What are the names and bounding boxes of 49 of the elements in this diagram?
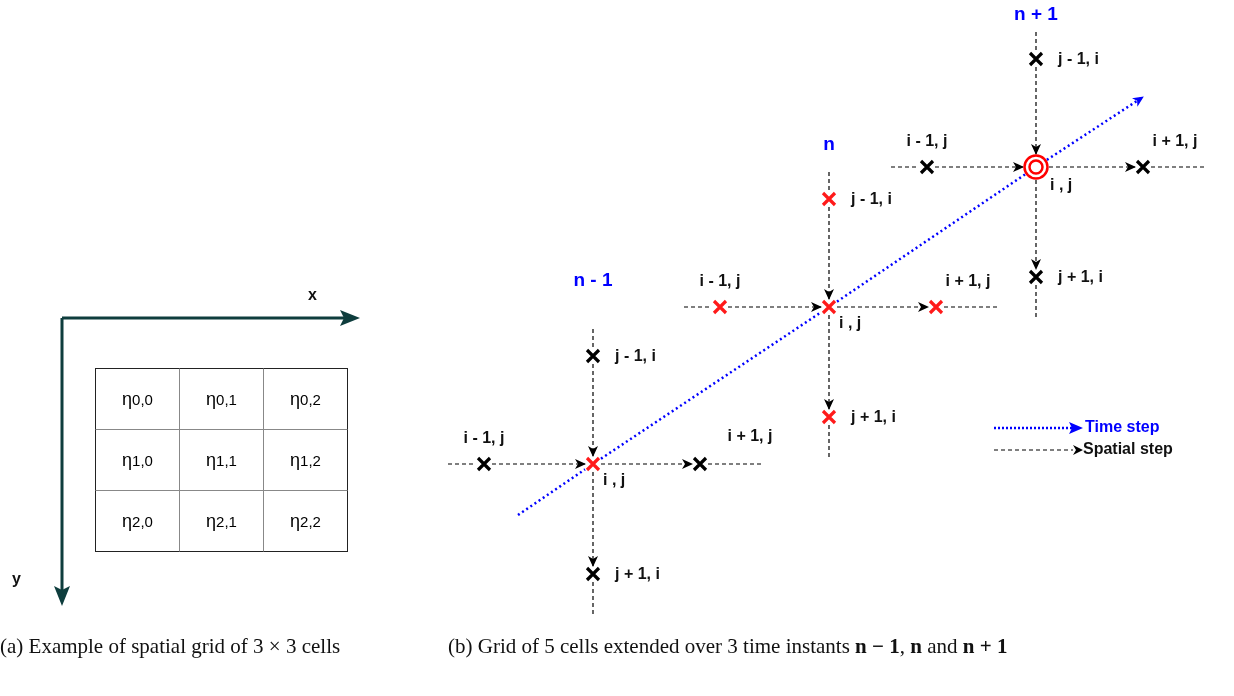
cell-index-label: i - 1, j — [906, 132, 948, 150]
cell-index-label: i , j — [839, 314, 862, 332]
cell-index-label: i + 1, j — [945, 272, 991, 290]
legend-label: Spatial step — [1083, 440, 1173, 458]
dashed-line — [1035, 284, 1037, 318]
dashed-arrow — [1048, 162, 1136, 172]
dashed-line — [1150, 166, 1205, 168]
dashed-arrow — [934, 162, 1024, 172]
dashed-line — [943, 306, 998, 308]
dashed-line — [828, 424, 830, 458]
dashed-arrow — [600, 459, 693, 469]
cell-index-label: j - 1, i — [851, 190, 892, 208]
dashed-arrow — [824, 314, 834, 410]
legend-label: Time step — [1085, 418, 1160, 436]
figure-caption: (a) Example of spatial grid of 3 × 3 cells — [0, 634, 342, 658]
cell-index-label: j - 1, i — [615, 347, 656, 365]
time-step-arrow — [1046, 95, 1144, 161]
dashed-arrow — [588, 363, 598, 457]
dashed-arrow — [727, 302, 822, 312]
time-instant-label: n — [823, 133, 835, 155]
cell-index-label: i - 1, j — [463, 429, 505, 447]
dashed-line — [1035, 31, 1037, 52]
figure-caption: (b) Grid of 5 cells extended over 3 time instants n − 1, n and n + 1 — [448, 634, 1008, 658]
cell-index-label: j + 1, i — [851, 408, 896, 426]
dashed-arrow — [1031, 66, 1041, 155]
time-instant-label: n - 1 — [573, 269, 613, 291]
time-step-line — [517, 468, 586, 517]
dashed-line — [592, 328, 594, 349]
dashed-arrow — [588, 471, 598, 567]
dashed-arrow — [491, 459, 586, 469]
dashed-arrow — [836, 302, 929, 312]
cell-index-label: i + 1, j — [1152, 132, 1198, 150]
cell-index-label: i - 1, j — [699, 272, 741, 290]
cell-index-label: j + 1, i — [615, 565, 660, 583]
cell-index-label: i , j — [1050, 176, 1073, 194]
time-step-line — [600, 311, 822, 460]
dashed-line — [707, 463, 762, 465]
dashed-line — [592, 581, 594, 615]
time-step-line — [836, 173, 1026, 303]
axis-label: y — [12, 570, 21, 588]
cell-index-label: j - 1, i — [1058, 50, 1099, 68]
dashed-arrow — [824, 206, 834, 300]
time-instant-label: n + 1 — [1014, 3, 1058, 25]
dashed-line — [828, 171, 830, 192]
cell-index-label: i + 1, j — [727, 427, 773, 445]
axis-label: x — [308, 286, 317, 304]
cell-index-label: i , j — [603, 471, 626, 489]
dashed-arrow — [1031, 179, 1041, 270]
cell-index-label: j + 1, i — [1058, 268, 1103, 286]
